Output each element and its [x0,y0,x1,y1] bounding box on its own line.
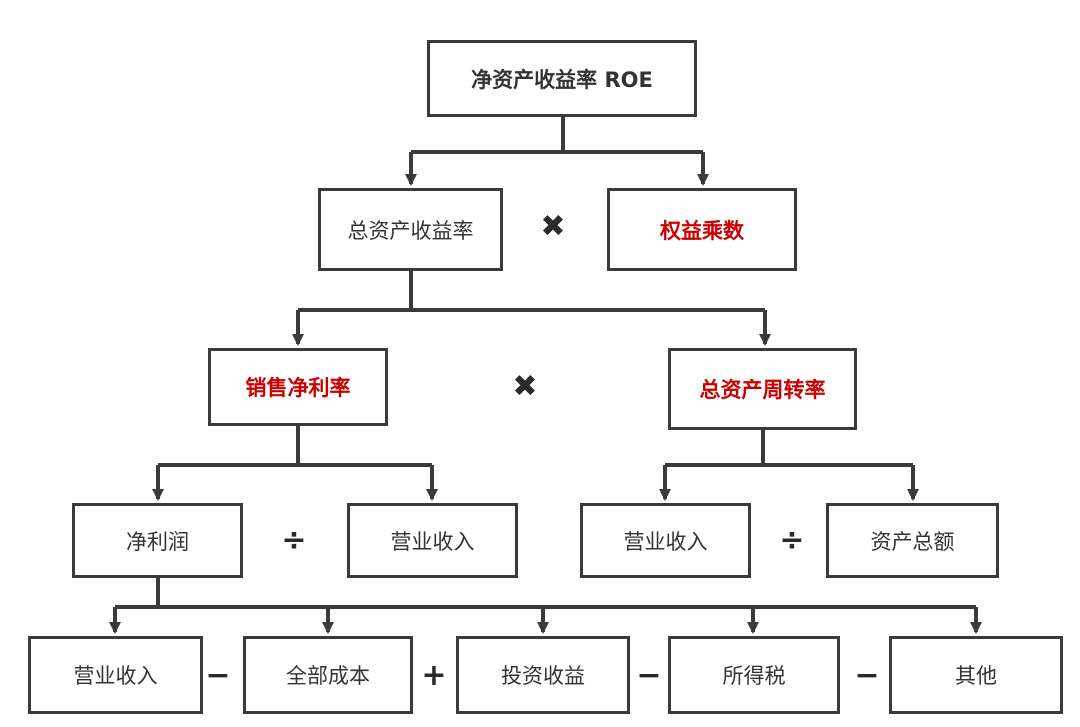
other-label: 其他 [955,664,997,688]
roe-node: 净资产收益率 ROE [427,40,697,117]
multiply-operator: ✖ [512,368,538,404]
income-tax-node: 所得税 [668,636,840,714]
equity-multiplier-node: 权益乘数 [607,188,797,271]
equity-multiplier-label: 权益乘数 [660,218,744,243]
connector-roa [298,271,765,312]
net-margin-node: 销售净利率 [208,348,388,426]
other-node: 其他 [889,636,1063,714]
roe-label: 净资产收益率 ROE [471,67,653,92]
roa-label: 总资产收益率 [347,218,474,243]
net-margin-label: 销售净利率 [245,376,351,400]
net-profit-node: 净利润 [72,503,243,578]
multiply-operator: ✖ [540,208,566,244]
connector-asset-turnover [665,430,913,467]
minus-operator: − [854,657,880,693]
connector-net-margin [158,426,432,467]
plus-operator: + [421,657,447,693]
investment-income-label: 投资收益 [501,664,585,688]
revenue-node: 营业收入 [580,503,751,578]
investment-income-node: 投资收益 [456,636,630,714]
revenue-node: 营业收入 [347,503,518,578]
revenue-label: 营业收入 [623,529,708,554]
minus-operator: − [205,657,231,693]
asset-turnover-label: 总资产周转率 [699,378,826,402]
connector-roe [411,117,703,154]
total-cost-label: 全部成本 [286,664,370,688]
income-tax-label: 所得税 [722,664,786,688]
connector-net-profit [115,578,976,609]
total-cost-node: 全部成本 [243,636,413,714]
roa-node: 总资产收益率 [318,188,503,271]
total-assets-label: 资产总额 [870,529,955,554]
divide-operator: ÷ [779,522,805,558]
total-assets-node: 资产总额 [826,503,999,578]
divide-operator: ÷ [281,522,307,558]
minus-operator: − [636,657,662,693]
revenue-node: 营业收入 [28,636,203,714]
revenue-label: 营业收入 [73,664,158,688]
net-profit-label: 净利润 [126,529,189,554]
asset-turnover-node: 总资产周转率 [668,348,857,430]
revenue-label: 营业收入 [390,529,475,554]
